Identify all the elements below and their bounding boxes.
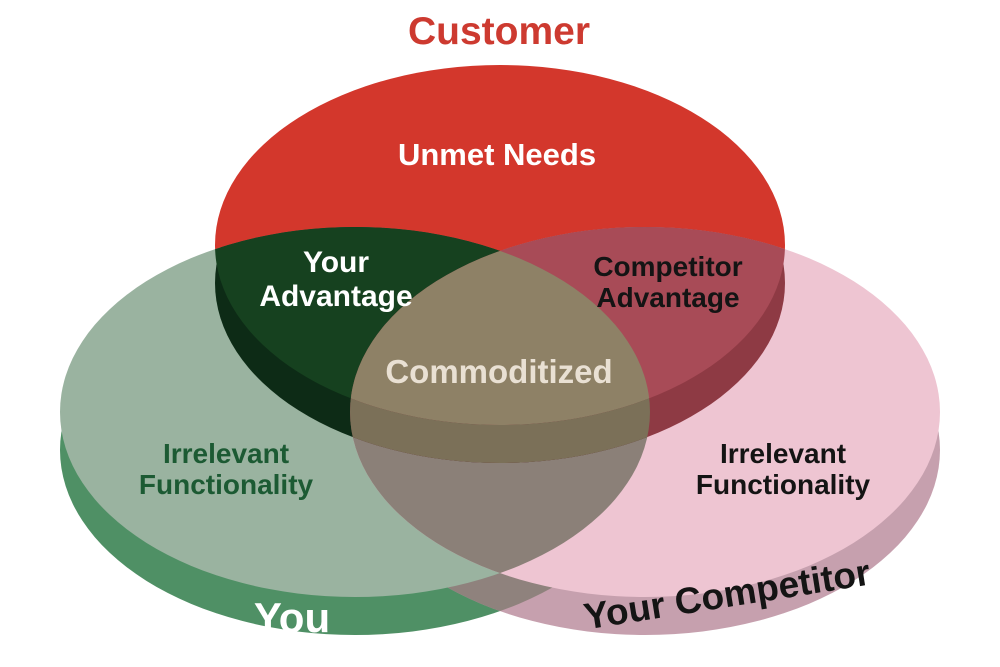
commoditized-label: Commoditized xyxy=(385,353,613,390)
irrelevant-functionality-left-label: Irrelevant Functionality xyxy=(138,438,314,501)
unmet-needs-label: Unmet Needs xyxy=(397,137,597,172)
competitor-advantage-label: Competitor Advantage xyxy=(593,251,743,314)
customer-circle-title: Customer xyxy=(407,10,591,53)
irrelevant-functionality-right-label: Irrelevant Functionality xyxy=(695,438,871,501)
you-circle-title: You xyxy=(253,594,331,641)
your-advantage-label: Your Advantage xyxy=(259,246,413,313)
